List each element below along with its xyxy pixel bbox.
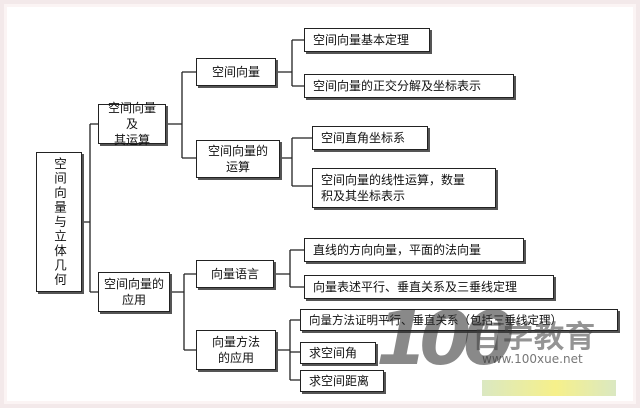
leaf-node: 空间向量的正交分解及坐标表示 (304, 74, 514, 98)
leaf-label: 向量方法证明平行、垂直关系（包括三垂线定理） (309, 313, 562, 327)
leaf-node: 空间向量的线性运算，数量 积及其坐标表示 (312, 168, 496, 208)
leaf-node: 向量表述平行、垂直关系及三垂线定理 (304, 275, 554, 299)
leaf-label: 空间直角坐标系 (321, 131, 406, 145)
branch-node-applications: 空间向量的 应用 (98, 272, 170, 312)
leaf-node: 向量方法证明平行、垂直关系（包括三垂线定理） (300, 309, 618, 331)
branch-label: 空间向量的 应用 (103, 277, 164, 307)
root-node: 空间向量与立体几何 (36, 152, 82, 292)
leaf-label: 向量表述平行、垂直关系及三垂线定理 (313, 280, 518, 294)
watermark-number: 100 (376, 296, 514, 382)
subbranch-label: 空间向量 (211, 65, 260, 79)
watermark-chinese: 百学教育 (472, 320, 596, 355)
watermark-band (482, 380, 616, 396)
leaf-label: 空间向量的正交分解及坐标表示 (313, 79, 482, 93)
branch-node-operations: 空间向量及 其运算 (98, 101, 166, 147)
subbranch-label: 向量方法 的应用 (211, 335, 260, 365)
subbranch-node-vector-language: 向量语言 (196, 260, 274, 288)
subbranch-node-vector: 空间向量 (196, 58, 276, 86)
leaf-node: 求空间角 (300, 342, 376, 364)
leaf-label: 求空间距离 (309, 374, 370, 388)
subbranch-label: 向量语言 (210, 267, 259, 281)
leaf-node: 直线的方向向量，平面的法向量 (304, 238, 524, 262)
root-label: 空间向量与立体几何 (52, 156, 67, 288)
leaf-label: 空间向量的线性运算，数量 积及其坐标表示 (321, 173, 466, 203)
watermark-url: www.100xue.net (482, 352, 583, 366)
leaf-node: 空间向量基本定理 (304, 28, 430, 52)
subbranch-node-vector-method-applications: 向量方法 的应用 (196, 330, 276, 370)
branch-label: 空间向量及 其运算 (107, 101, 156, 147)
leaf-node: 空间直角坐标系 (312, 126, 428, 150)
subbranch-node-vector-operations: 空间向量的 运算 (196, 140, 280, 178)
leaf-label: 直线的方向向量，平面的法向量 (313, 243, 482, 257)
subbranch-label: 空间向量的 运算 (207, 144, 268, 174)
watermark-logo: 100 百学教育 www.100xue.net (376, 296, 626, 402)
leaf-label: 空间向量基本定理 (313, 33, 410, 47)
leaf-node: 求空间距离 (300, 370, 384, 392)
leaf-label: 求空间角 (309, 346, 358, 360)
